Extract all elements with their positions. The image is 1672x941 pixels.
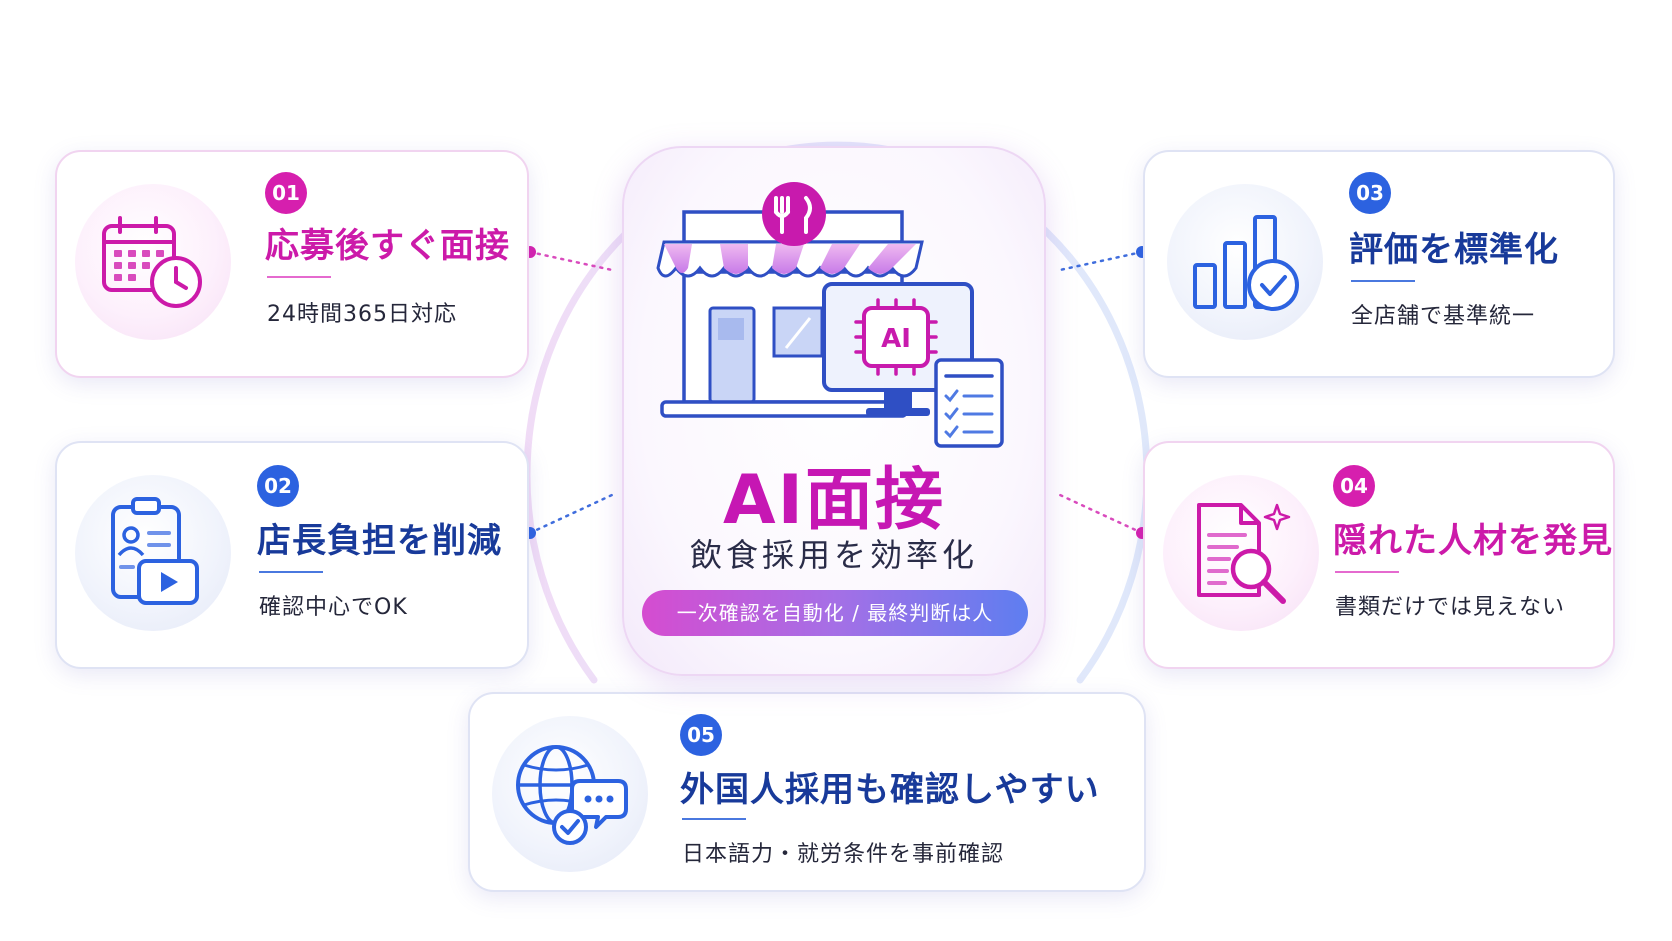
calendar-clock-icon (102, 216, 202, 308)
ai-chip-icon: AI (854, 298, 938, 376)
divider (1351, 280, 1415, 282)
card-title: 外国人採用も確認しやすい (680, 770, 1100, 810)
icon-circle (1167, 184, 1323, 340)
step-number-badge: 04 (1333, 465, 1375, 507)
center-hero: AI AI面接 飲食採用を効率化 一次確認を自動化 / 最終判断は人 (622, 146, 1046, 676)
card-subtitle: 書類だけでは見えない (1335, 595, 1566, 620)
step-number-badge: 01 (265, 172, 307, 214)
card-title: 応募後すぐ面接 (265, 226, 510, 266)
step-number-badge: 03 (1349, 172, 1391, 214)
icon-circle (75, 475, 231, 631)
card-title: 店長負担を削減 (257, 521, 502, 561)
card-subtitle: 24時間365日対応 (267, 302, 457, 327)
clipboard-video-icon (111, 497, 199, 605)
card-title: 評価を標準化 (1349, 230, 1559, 270)
icon-circle (492, 716, 648, 872)
feature-card-03: 03 評価を標準化 全店舗で基準統一 (1143, 150, 1615, 378)
step-number-badge: 05 (680, 714, 722, 756)
hero-subtitle: 飲食採用を効率化 (689, 536, 978, 574)
feature-card-05: 05 外国人採用も確認しやすい 日本語力・就労条件を事前確認 (468, 692, 1146, 892)
divider (1335, 571, 1399, 573)
divider (259, 571, 323, 573)
ai-chip-label: AI (881, 324, 911, 354)
card-subtitle: 全店舗で基準統一 (1351, 304, 1536, 329)
card-subtitle: 日本語力・就労条件を事前確認 (682, 842, 1005, 867)
step-number-badge: 02 (257, 465, 299, 507)
card-subtitle: 確認中心でOK (259, 595, 408, 620)
hero-tagline-pill: 一次確認を自動化 / 最終判断は人 (642, 590, 1028, 636)
hero-title: AI面接 (723, 461, 945, 540)
feature-card-01: 01 応募後すぐ面接 24時間365日対応 (55, 150, 529, 378)
feature-card-02: 02 店長負担を削減 確認中心でOK (55, 441, 529, 669)
divider (267, 276, 331, 278)
document-search-icon (1197, 503, 1291, 604)
connector-04 (1058, 493, 1148, 539)
globe-chat-icon (516, 745, 628, 845)
icon-circle (1163, 475, 1319, 631)
card-title: 隠れた人材を発見 (1333, 521, 1613, 561)
connector-02 (524, 493, 614, 539)
restaurant-ai-illustration: AI (656, 182, 1004, 448)
divider (682, 818, 746, 820)
bar-chart-check-icon (1193, 215, 1299, 311)
checklist-icon (934, 358, 1004, 448)
fork-knife-icon (762, 182, 826, 246)
icon-circle (75, 184, 231, 340)
feature-card-04: 04 隠れた人材を発見 書類だけでは見えない (1143, 441, 1615, 669)
